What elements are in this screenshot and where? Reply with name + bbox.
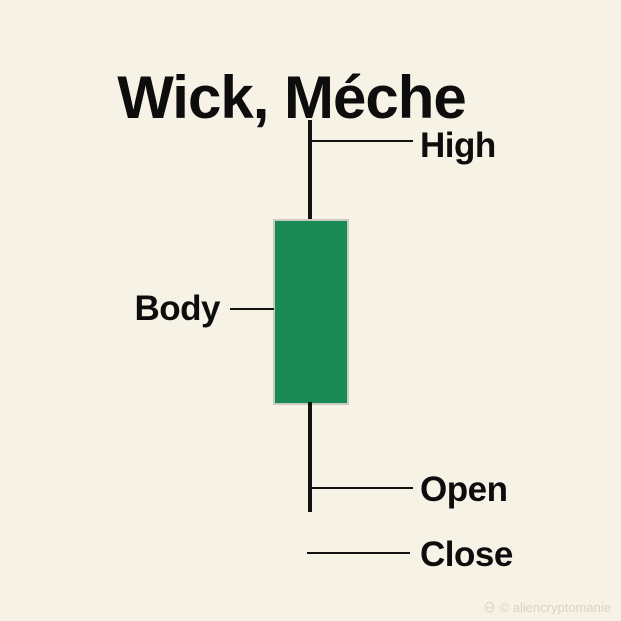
lower-wick <box>308 402 312 512</box>
high-connector-line <box>311 140 413 142</box>
body-label: Body <box>134 289 221 328</box>
page-title: Wick, Méche <box>117 64 467 132</box>
watermark-text: © aliencryptomanie <box>499 600 611 615</box>
open-connector-line <box>311 487 413 489</box>
alien-icon <box>483 601 496 614</box>
body-connector-line <box>230 308 274 310</box>
high-label: High <box>420 126 496 165</box>
close-label: Close <box>420 535 513 574</box>
watermark: © aliencryptomanie <box>483 600 611 615</box>
close-connector-line <box>307 552 410 554</box>
upper-wick <box>308 120 312 222</box>
candle-body <box>273 219 349 405</box>
open-label: Open <box>420 470 508 509</box>
